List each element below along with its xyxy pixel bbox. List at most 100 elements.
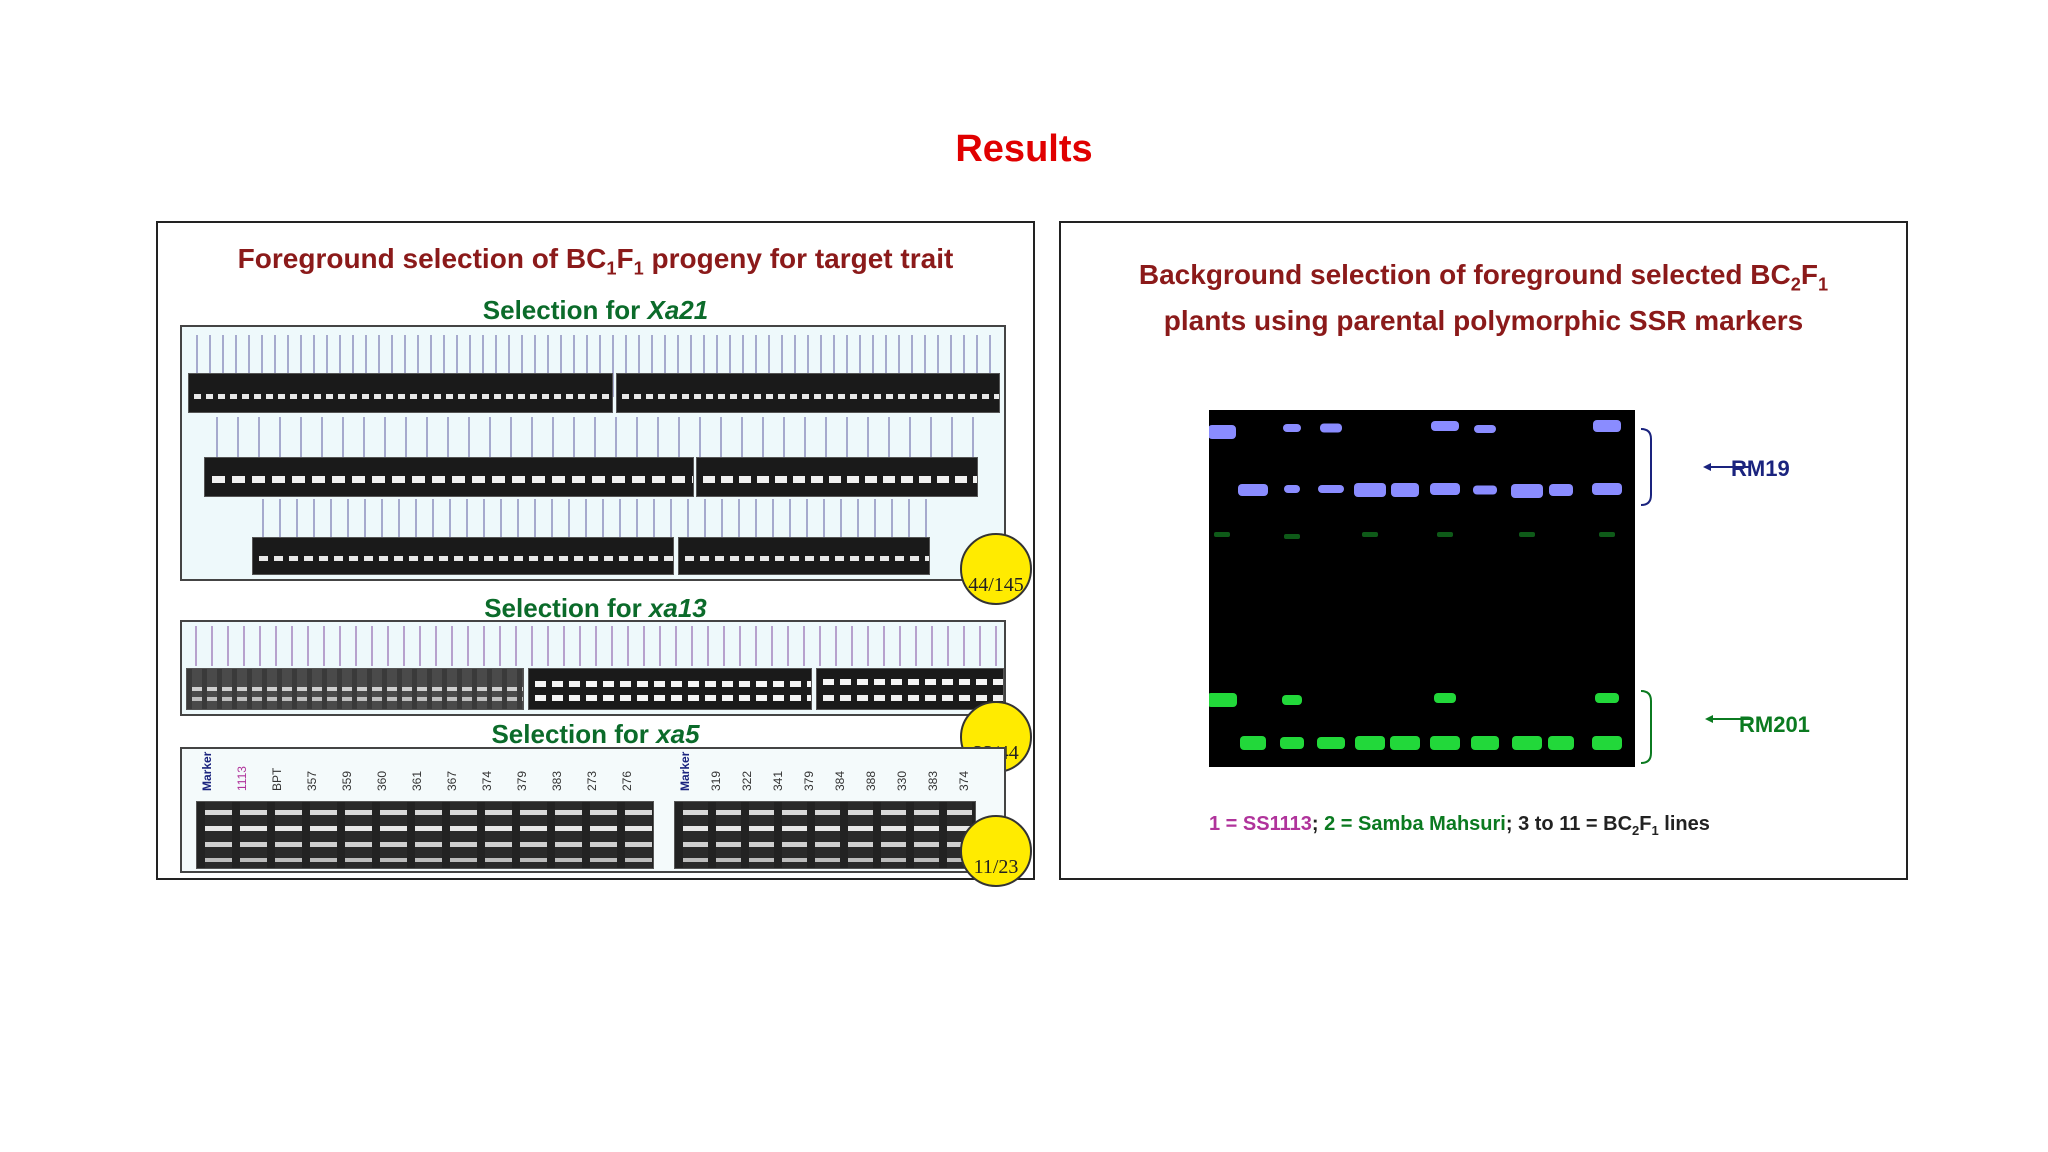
gel-band <box>1592 483 1622 495</box>
xa5-lane-label: Marker <box>200 751 214 791</box>
xa5-lane-label: 383 <box>926 770 940 791</box>
gel-band <box>1240 736 1266 750</box>
xa21-heading: Selection for Xa21 <box>482 295 709 325</box>
xa5-lane-label: BPT <box>270 767 284 791</box>
xa5-lane-labels-a: Marker 1113 BPT 357 359 360 361 367 374 379 383 273… <box>196 751 652 799</box>
gel-band <box>1209 425 1236 439</box>
legend-separator: ; <box>1311 813 1325 835</box>
xa13-gel-a <box>186 668 524 710</box>
xa13-gel-c <box>816 668 1004 710</box>
gel-band <box>1320 423 1342 433</box>
gel-band <box>1430 483 1460 495</box>
gel-band <box>1431 421 1459 431</box>
xa5-lane-label: 379 <box>802 770 816 791</box>
xa5-gel-b <box>674 801 976 869</box>
gel-background <box>1209 410 1635 767</box>
gel-faint-band <box>1519 532 1535 537</box>
xa5-ratio-badge: 11/23 <box>960 815 1032 887</box>
gel-band <box>1592 736 1622 750</box>
rm201-arrow-head <box>1705 715 1713 723</box>
xa5-heading: Selection for xa5 <box>491 719 700 749</box>
gel-faint-band <box>1437 532 1453 537</box>
xa21-gel-row2 <box>204 457 694 497</box>
xa5-lane-label: 359 <box>340 770 354 791</box>
xa5-lane-label: 379 <box>515 770 529 791</box>
gel-faint-band <box>1284 534 1300 539</box>
xa5-lane-label: 322 <box>740 770 754 791</box>
gel-band <box>1209 693 1237 707</box>
rm19-arrow-head <box>1703 463 1711 471</box>
background-selection-panel: Background selection of foreground selec… <box>1059 221 1908 880</box>
xa5-lane-label: 1113 <box>235 766 249 791</box>
legend-bc2f1-lines: ; 3 to 11 = BC2F1 lines <box>1505 813 1710 838</box>
xa5-lane-label: 341 <box>771 770 785 791</box>
gel-band <box>1282 695 1302 705</box>
xa5-lane-label: 319 <box>709 770 723 791</box>
gel-band <box>1549 484 1573 496</box>
gel-band <box>1280 737 1304 749</box>
gel-band <box>1434 693 1456 703</box>
xa21-gel-row2b <box>696 457 978 497</box>
legend-ss1113: 1 = SS1113 <box>1209 813 1312 835</box>
rm201-label: RM201 <box>1739 712 1810 737</box>
xa21-lane-labels-row3 <box>252 499 942 537</box>
xa21-gel-row3 <box>252 537 674 575</box>
gel-band <box>1390 736 1420 750</box>
xa5-gel-box: Marker 1113 BPT 357 359 360 361 367 374 379 383 273… <box>180 747 1006 873</box>
xa13-lane-labels <box>186 626 1002 666</box>
xa5-lane-label: 357 <box>305 770 319 791</box>
xa13-heading: Selection for xa13 <box>484 593 707 623</box>
xa5-lane-label: 384 <box>833 770 847 791</box>
xa5-lane-label: 374 <box>480 770 494 791</box>
xa21-gel-row1 <box>188 373 613 413</box>
xa5-lane-label: Marker <box>678 751 692 791</box>
legend-samba-mahsuri: 2 = Samba Mahsuri <box>1324 813 1506 835</box>
gel-band <box>1474 425 1496 433</box>
gel-band <box>1430 736 1460 750</box>
background-title-line2: plants using parental polymorphic SSR ma… <box>1163 304 1804 336</box>
gel-band <box>1238 484 1268 496</box>
gel-band <box>1354 483 1386 497</box>
xa5-lane-label: 383 <box>550 770 564 791</box>
xa21-ratio-badge: 44/145 <box>960 533 1032 605</box>
xa13-gel-b <box>528 668 812 710</box>
gel-band <box>1317 737 1345 749</box>
foreground-selection-panel: Foreground selection of BC1F1 progeny fo… <box>156 221 1035 887</box>
xa5-lane-label: 330 <box>895 770 909 791</box>
ssr-gel-image <box>1209 410 1635 767</box>
slide-title: Results <box>955 128 1093 170</box>
xa5-lane-label: 374 <box>957 770 971 791</box>
xa21-gel-row1b <box>616 373 1000 413</box>
gel-band <box>1471 736 1499 750</box>
gel-faint-band <box>1599 532 1615 537</box>
gel-band <box>1595 693 1619 703</box>
gel-band <box>1391 483 1419 497</box>
xa13-gel-box <box>180 620 1006 716</box>
foreground-title: Foreground selection of BC1F1 progeny fo… <box>237 243 954 279</box>
rm19-label: RM19 <box>1731 456 1790 481</box>
gel-band <box>1473 485 1497 495</box>
gel-faint-band <box>1362 532 1378 537</box>
gel-band <box>1511 484 1543 498</box>
xa5-lane-label: 360 <box>375 770 389 791</box>
gel-faint-band <box>1214 532 1230 537</box>
gel-band <box>1284 485 1300 493</box>
xa5-lane-label: 361 <box>410 770 424 791</box>
xa21-lane-labels-row2 <box>204 417 984 457</box>
background-title: Background selection of foreground selec… <box>1061 257 1906 338</box>
rm19-bracket <box>1640 428 1751 506</box>
xa5-lane-label: 273 <box>585 770 599 791</box>
gel-band <box>1512 736 1542 750</box>
xa5-lane-label: 276 <box>620 770 634 791</box>
background-title-line1: Background selection of foreground selec… <box>1138 259 1829 295</box>
xa5-lane-label: 388 <box>864 770 878 791</box>
gel-band <box>1593 420 1621 432</box>
gel-band <box>1355 736 1385 750</box>
xa21-gel-box <box>180 325 1006 581</box>
gel-band <box>1318 485 1344 493</box>
xa5-lane-label: 367 <box>445 770 459 791</box>
xa5-gel-a <box>196 801 654 869</box>
rm201-bracket <box>1640 690 1751 764</box>
gel-band <box>1548 736 1574 750</box>
xa5-lane-labels-b: Marker 319 322 341 379 384 388 330 383 374 <box>674 751 974 799</box>
